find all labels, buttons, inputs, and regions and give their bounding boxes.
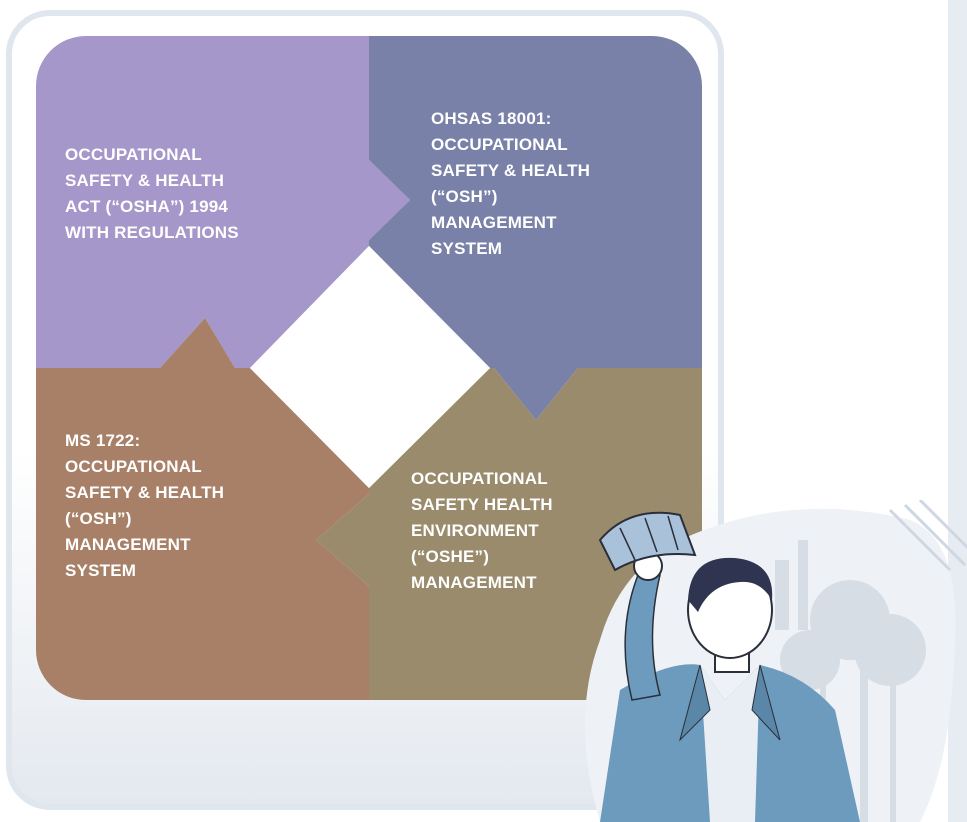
quadrant-label-top-left: OCCUPATIONAL SAFETY & HEALTH ACT (“OSHA”… [65, 145, 239, 242]
quadrant-bottom-left [36, 318, 369, 700]
quadrant-top-left [36, 36, 410, 368]
quadrant-label-bottom-right: OCCUPATIONAL SAFETY HEALTH ENVIRONMENT (… [411, 469, 553, 592]
center-diamond [250, 246, 490, 488]
person-holding-hard-hat-icon [585, 500, 967, 822]
quadrant-label-top-right: OHSAS 18001: OCCUPATIONAL SAFETY & HEALT… [431, 109, 591, 258]
quadrant-top-right [369, 36, 702, 420]
quadrant-bottom-right [316, 368, 702, 700]
quadrant-label-bottom-left: MS 1722: OCCUPATIONAL SAFETY & HEALTH (“… [65, 431, 225, 580]
